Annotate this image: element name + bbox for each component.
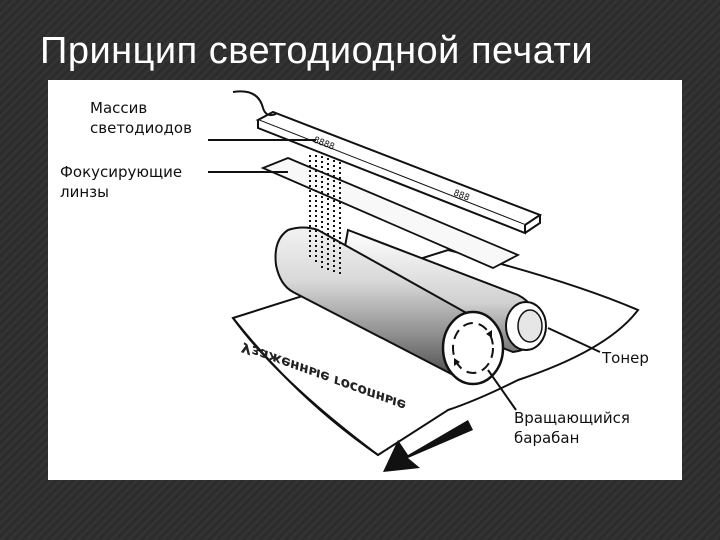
toner-leader (547, 327, 601, 353)
paper-motion-arrow (383, 420, 473, 472)
diagram-figure: Узаженные госопные 8888 888 (48, 80, 682, 480)
drum-body (274, 226, 490, 382)
light-beams (309, 155, 341, 274)
printer-diagram: Узаженные госопные 8888 888 (208, 90, 640, 472)
label-focusing-lenses: Фокусирующие линзы (60, 163, 183, 201)
led-cable (232, 90, 277, 117)
label-toner: Тонер (602, 349, 649, 367)
label-led-array: Массив светодиодов (90, 99, 192, 137)
lens-strip (260, 157, 521, 269)
paper-lower (232, 317, 379, 456)
label-drum: Вращающийся барабан (514, 409, 630, 447)
slide-title: Принцип светодиодной печати (40, 30, 594, 72)
drum-leader (487, 369, 517, 411)
